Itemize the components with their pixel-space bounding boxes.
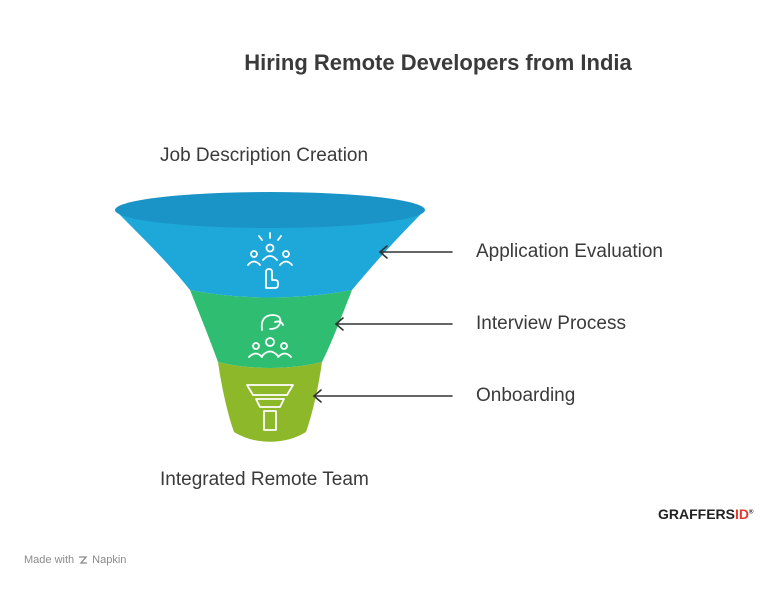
funnel-top-rim: [115, 192, 425, 228]
diagram-title: Hiring Remote Developers from India: [244, 50, 632, 75]
arrow-onboarding: [312, 389, 453, 403]
small-funnel-icon: [246, 384, 294, 431]
napkin-logo-icon: [79, 556, 88, 564]
made-with-text: Made with: [24, 554, 75, 566]
stage-label-onboarding: Onboarding: [476, 385, 576, 406]
stage-label-interview-process: Interview Process: [476, 313, 626, 334]
funnel-stage-1: [115, 210, 425, 298]
logo-registered-mark: ®: [749, 509, 754, 516]
logo-text-main: GRAFFERS: [658, 506, 735, 522]
bottom-label: Integrated Remote Team: [160, 469, 369, 490]
people-hand-pointer-icon: [247, 232, 293, 289]
made-with-footer: Made with Napkin: [24, 554, 126, 566]
arrow-interview-process: [334, 317, 453, 331]
top-label: Job Description Creation: [160, 145, 369, 166]
graffersid-logo: GRAFFERSID®: [658, 506, 753, 522]
people-discussion-icon: [248, 314, 292, 358]
napkin-app-name: Napkin: [92, 554, 127, 566]
stage-label-application-evaluation: Application Evaluation: [476, 241, 663, 262]
arrow-application-evaluation: [378, 245, 453, 259]
logo-text-accent: ID: [735, 506, 749, 522]
funnel-stage-3: [218, 362, 322, 442]
